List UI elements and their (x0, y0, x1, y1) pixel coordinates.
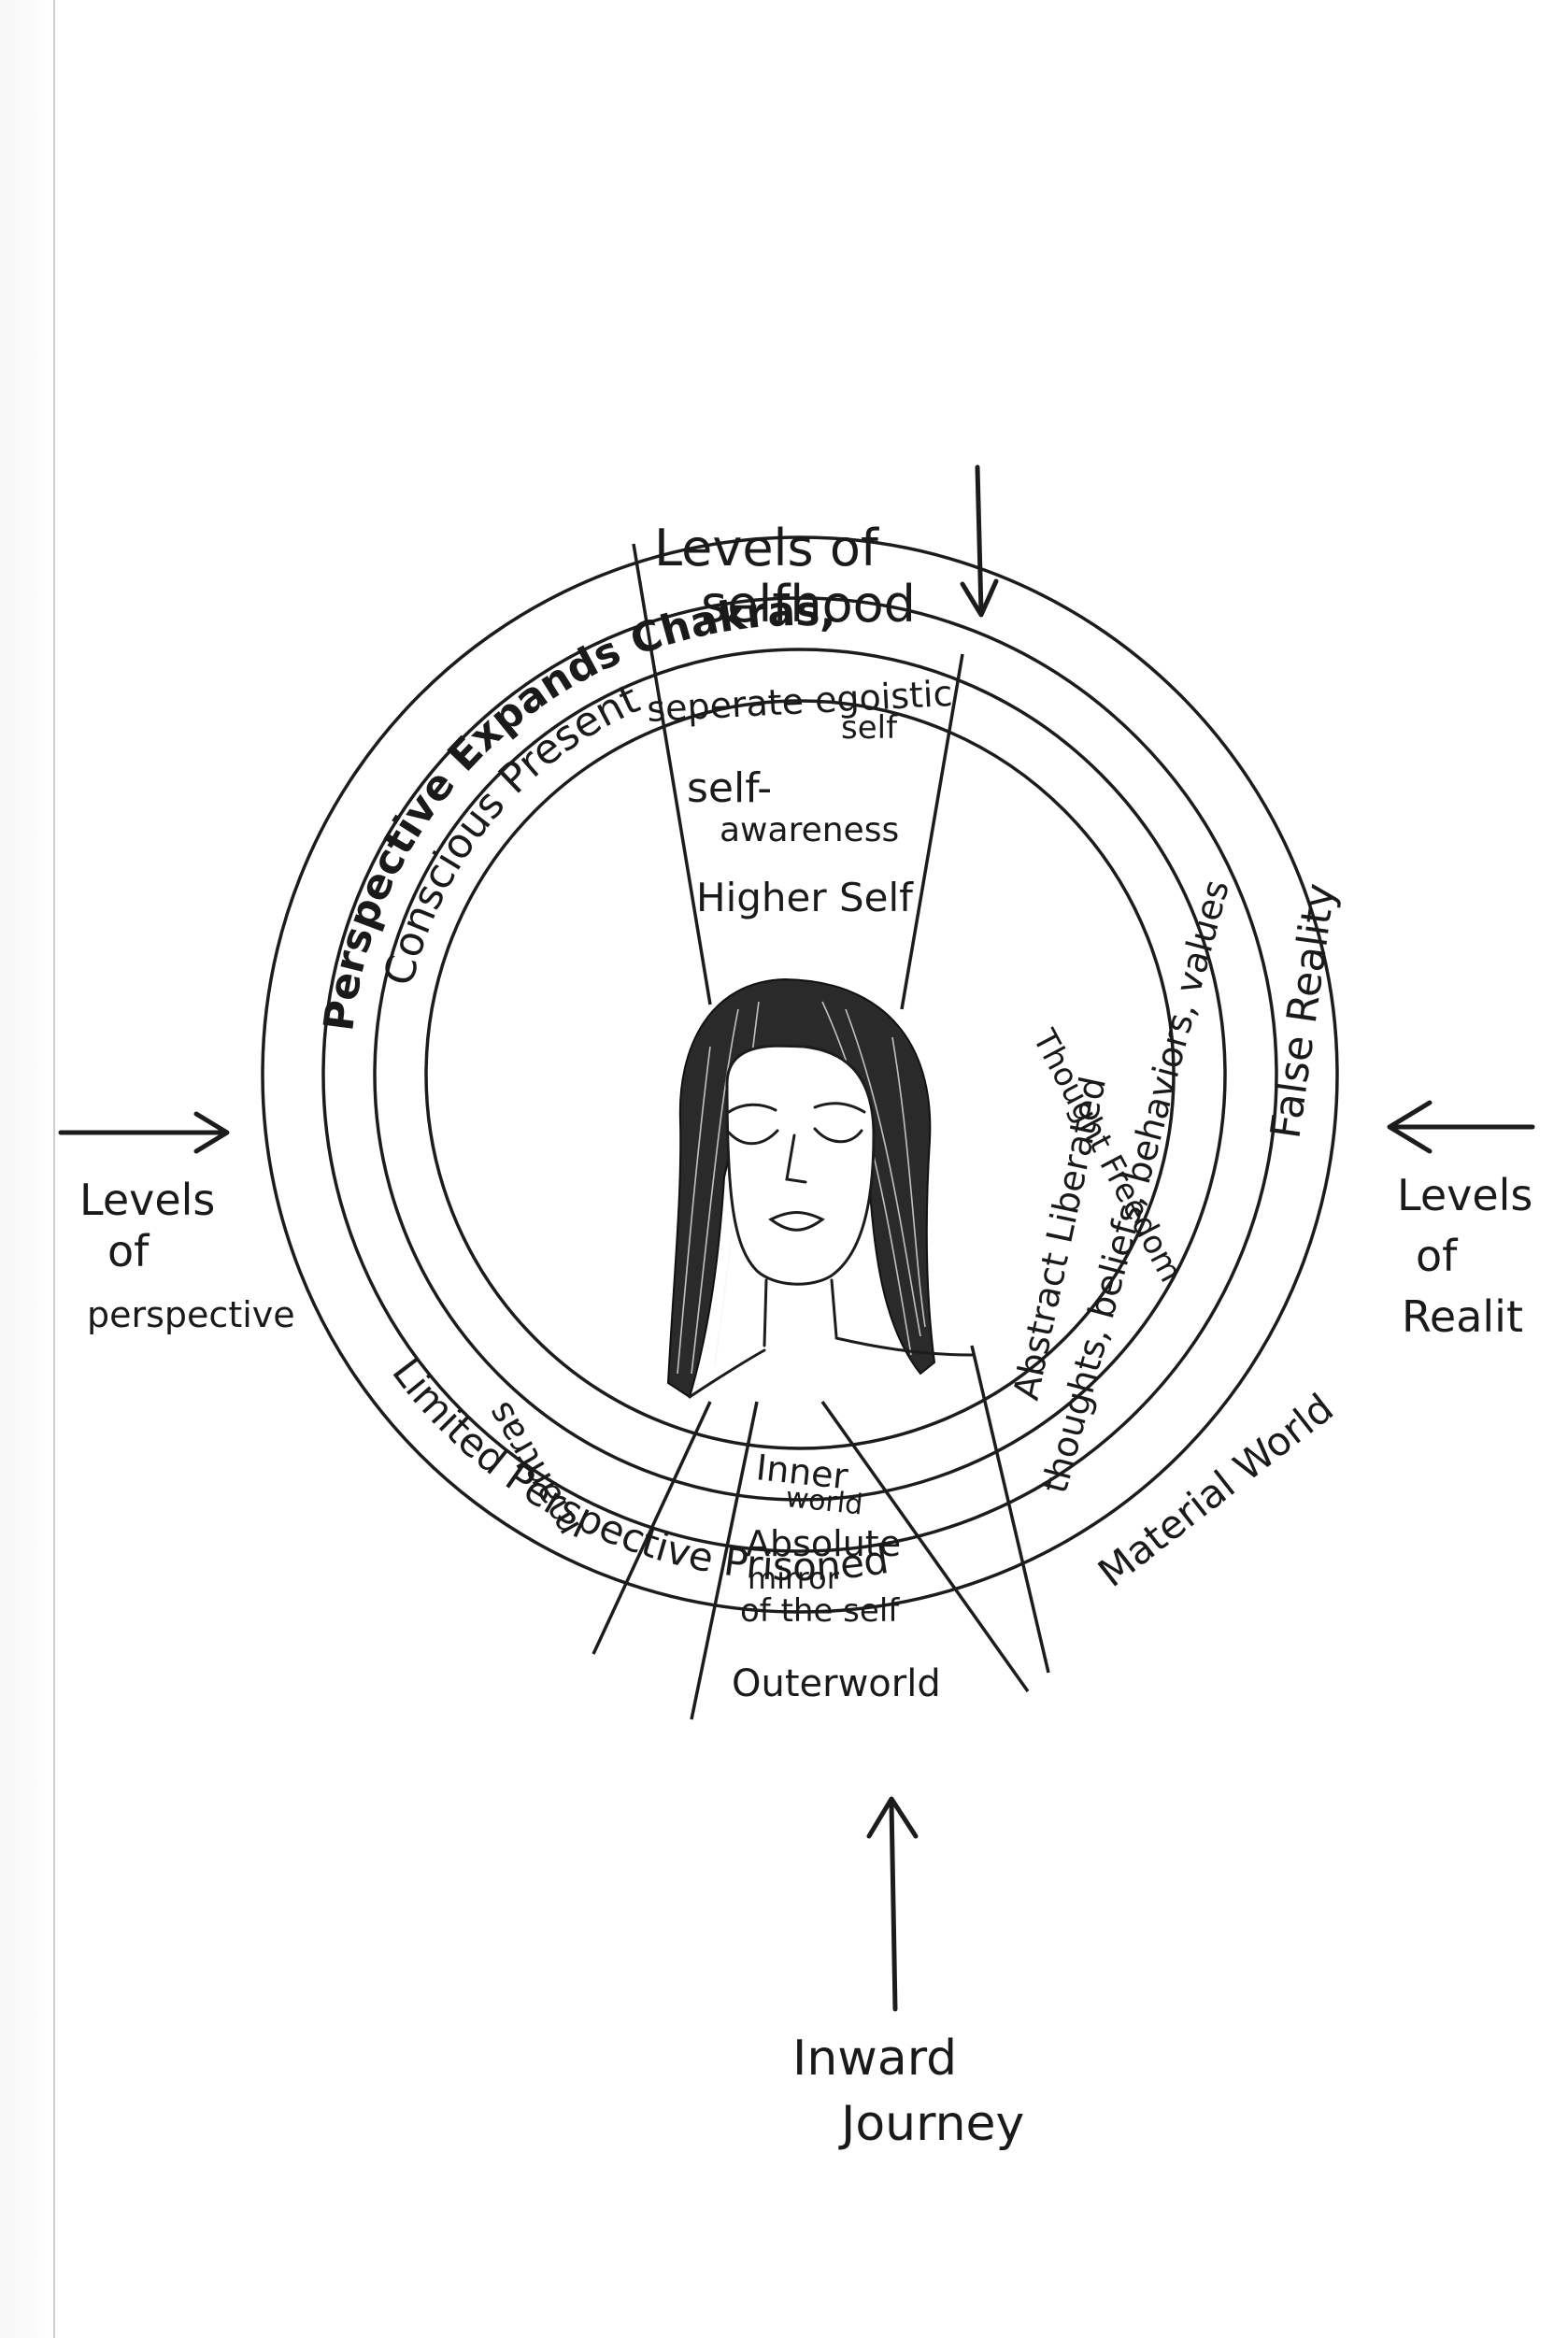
arrow-right (1387, 1100, 1535, 1154)
mouth (768, 1211, 825, 1232)
ring-outer-boundary (261, 535, 1339, 1614)
compass-arrows (58, 464, 1535, 2012)
label-self-awareness: self- (687, 764, 772, 812)
left-brow (727, 1103, 777, 1114)
label-levels-of-perspective: Levels of perspective (79, 1175, 295, 1335)
selfhood-labels: seperate egoistic self self- awareness H… (646, 673, 953, 920)
label-seperate-egoistic-self: seperate egoistic (646, 673, 953, 730)
label-of-the-self: of the self (740, 1592, 900, 1630)
rings (261, 535, 1339, 1614)
arrow-top (960, 464, 999, 618)
inward-labels: Inner world Absolute mirror of the self … (732, 1447, 941, 1705)
ring-second-boundary (321, 596, 1278, 1553)
label-levels-of-reality: Levels of Realit (1397, 1170, 1547, 1342)
ring-third-boundary (373, 648, 1227, 1502)
ray-bottom-right-inner (820, 1400, 1030, 1693)
meditating-figure (666, 977, 974, 1399)
ray-bottom-left-inner (690, 1401, 759, 1720)
arrow-bottom (866, 1796, 919, 2012)
label-inner-world-line2: world (784, 1481, 864, 1521)
reality-labels: False Reality Material World thoughts, b… (1005, 876, 1345, 1596)
neck (763, 1278, 838, 1347)
label-outerworld: Outerworld (732, 1662, 941, 1705)
face (725, 1044, 876, 1286)
right-eye (813, 1127, 863, 1144)
ray-top-left (632, 543, 712, 1005)
nose (785, 1133, 807, 1184)
label-self-awareness-line2: awareness (720, 811, 899, 849)
right-brow (813, 1102, 866, 1114)
compass-labels: Levels of selfhood Levels of perspective… (79, 519, 1547, 2152)
sector-rays (592, 543, 1050, 1720)
left-eye (727, 1129, 779, 1146)
arrow-left (58, 1111, 230, 1154)
label-levels-of-selfhood: Levels of selfhood (654, 519, 916, 634)
shoulders (688, 1336, 974, 1399)
ray-bottom-left-outer (592, 1401, 712, 1655)
ring-inner-boundary (424, 699, 1176, 1450)
label-absolute: Absolute (746, 1523, 901, 1564)
label-higher-self: Higher Self (696, 875, 914, 920)
label-mirror: mirror (748, 1561, 840, 1596)
ray-top-right (900, 653, 964, 1010)
ray-bottom-right-outer (970, 1345, 1050, 1674)
label-seperate-egoistic-self-line2: self (841, 709, 898, 747)
hair-strands (677, 1001, 926, 1375)
label-inward-journey: Inward Journey (792, 2031, 1024, 2152)
label-inner-world: Inner (754, 1447, 850, 1497)
